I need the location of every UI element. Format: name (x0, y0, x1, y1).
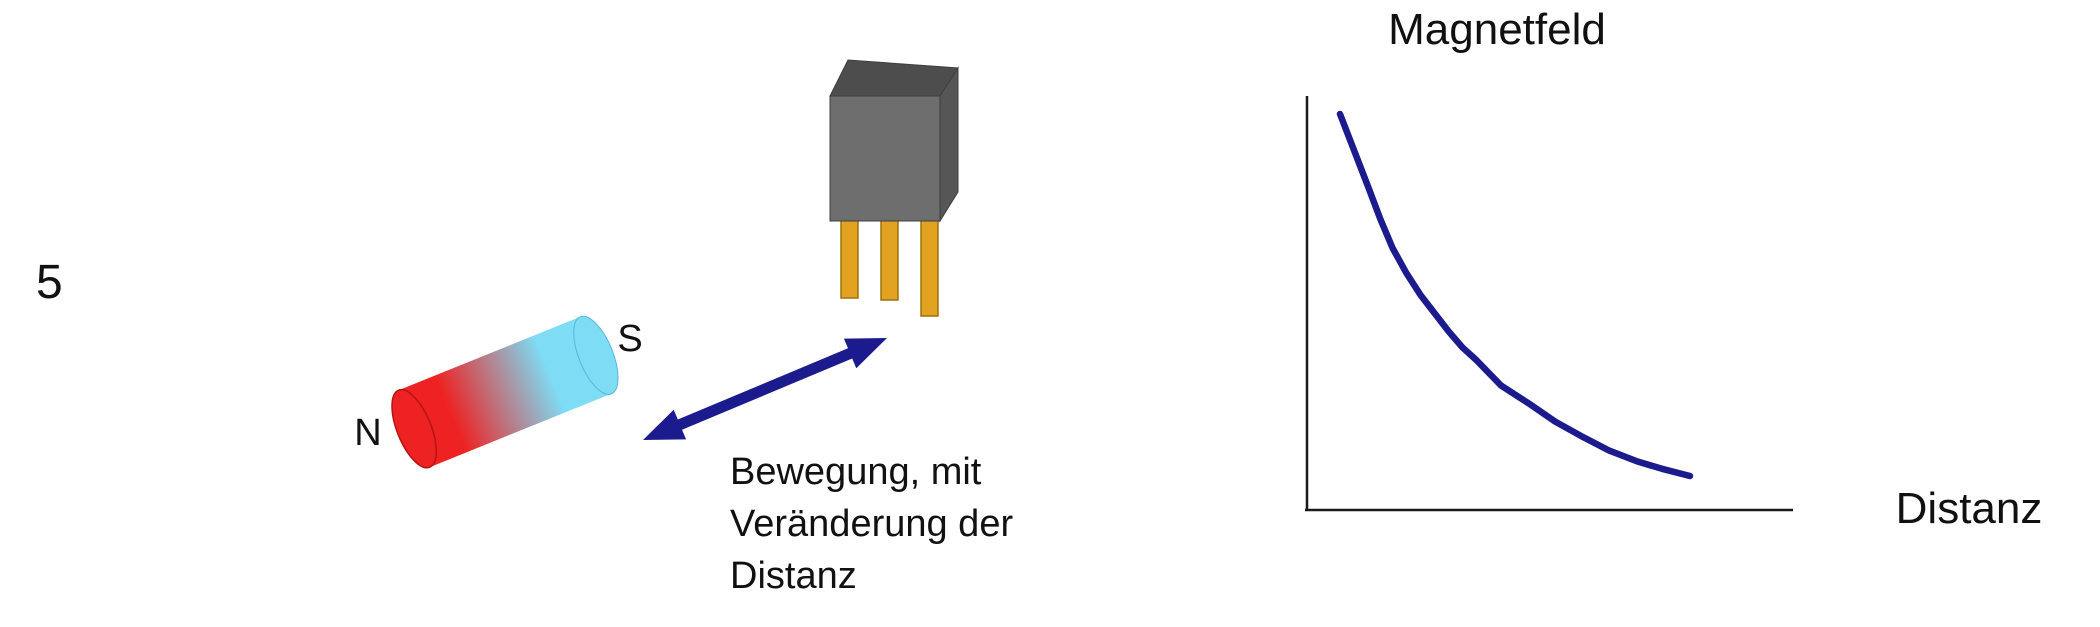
magnet-north-cap (391, 388, 438, 469)
motion-caption-line-2: Veränderung der (730, 503, 1013, 545)
field-distance-curve (1336, 110, 1694, 480)
magnet-north-label: N (354, 412, 381, 454)
sensor-front-face (829, 95, 941, 222)
motion-caption-line-1: Bewegung, mit (730, 451, 982, 493)
sensor-top-face (829, 59, 959, 97)
field-vs-distance-chart: Magnetfeld Distanz (1305, 5, 2042, 533)
motion-double-arrow (643, 338, 887, 440)
sensor-side-face (939, 66, 959, 223)
magnet-south-label: S (617, 318, 642, 360)
magnet-south-cap (573, 315, 619, 395)
chart-title: Magnetfeld (1388, 5, 1606, 54)
chart-x-axis-label: Distanz (1896, 484, 2043, 533)
hall-sensor (829, 59, 959, 317)
sensor-pin-right (920, 204, 939, 317)
motion-caption-line-3: Distanz (730, 555, 857, 597)
sensor-pins (840, 204, 939, 317)
bar-magnet (391, 315, 619, 469)
item-number: 5 (36, 256, 63, 309)
motion-caption: Bewegung, mit Veränderung der Distanz (730, 451, 1013, 597)
magnet-body (398, 316, 612, 468)
